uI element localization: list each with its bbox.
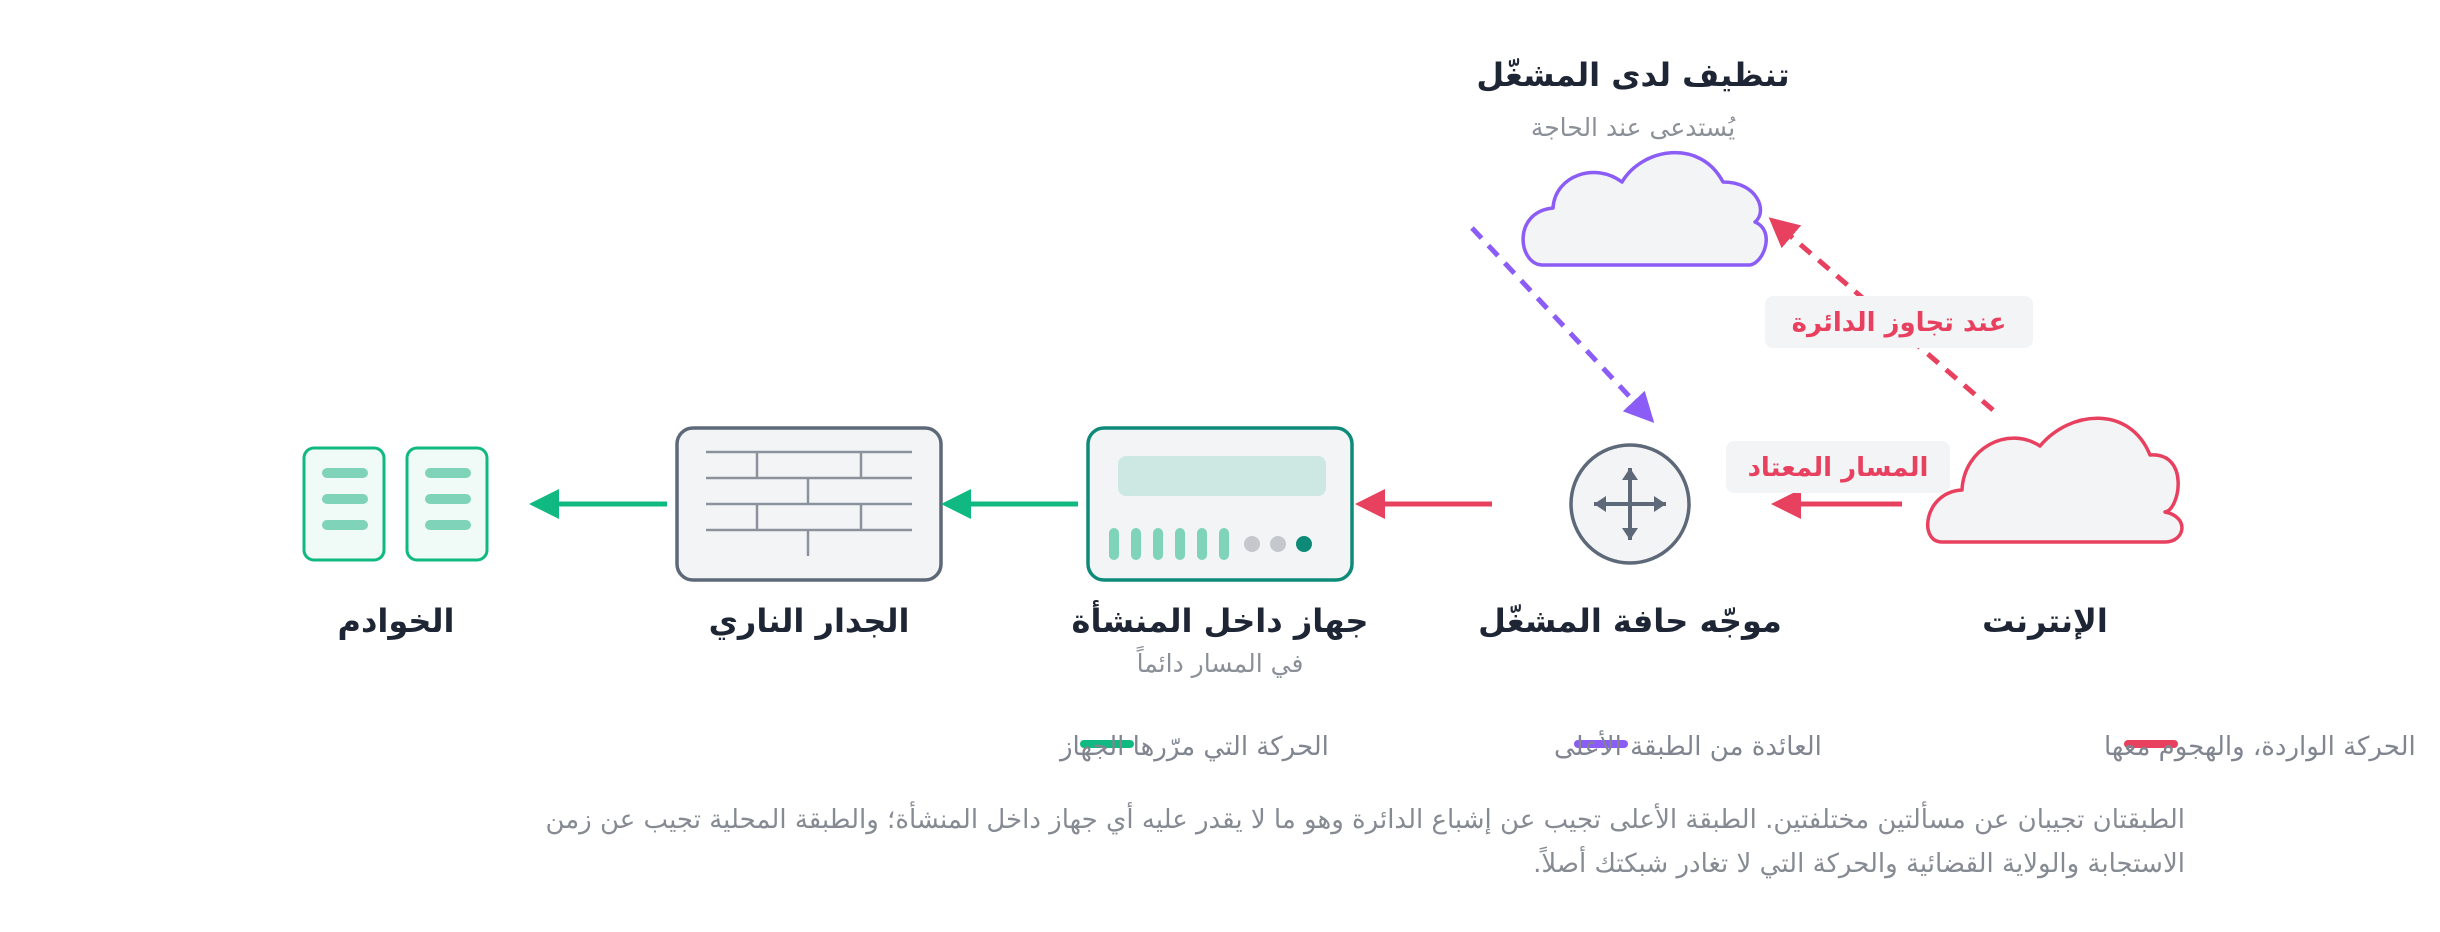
internet-label: الإنترنت xyxy=(1982,602,2108,640)
scrubbing-cloud-icon xyxy=(1521,150,1768,267)
internet-cloud-icon xyxy=(1926,416,2184,544)
servers-icon xyxy=(302,446,489,562)
tag-normal-path: المسار المعتاد xyxy=(1726,441,1950,493)
edge-router-label: موجّه حافة المشغّل xyxy=(1478,602,1782,640)
scrubbing-label: تنظيف لدى المشغّل xyxy=(1476,56,1789,94)
firewall-label: الجدار الناري xyxy=(709,602,910,640)
legend-item-returned: العائدة من الطبقة الأعلى xyxy=(1554,729,1822,762)
legend-item-incoming: الحركة الواردة، والهجوم معها xyxy=(2104,732,2416,762)
arrow-scrubbing-to-router xyxy=(1470,226,1655,423)
legend-label-incoming: الحركة الواردة، والهجوم معها xyxy=(2104,732,2416,762)
scrubbing-sublabel: يُستدعى عند الحاجة xyxy=(1531,113,1736,142)
onprem-device-sublabel: في المسار دائماً xyxy=(1136,646,1304,678)
onprem-device-label: جهاز داخل المنشأة xyxy=(1072,600,1369,640)
legend: الحركة الواردة، والهجوم معها العائدة من … xyxy=(1058,729,2416,762)
tag-circuit-exceeded-text: عند تجاوز الدائرة xyxy=(1792,308,2007,338)
legend-label-passed: الحركة التي مرّرها الجهاز xyxy=(1058,732,1329,762)
tag-circuit-exceeded: عند تجاوز الدائرة xyxy=(1765,296,2033,348)
servers-label: الخوادم xyxy=(338,602,455,640)
router-icon xyxy=(1569,443,1691,565)
diagram-caption: الطبقتان تجيبان عن مسألتين مختلفتين. الط… xyxy=(545,805,2185,879)
onprem-appliance-icon xyxy=(1086,426,1354,582)
tag-normal-path-text: المسار المعتاد xyxy=(1748,453,1929,483)
legend-label-returned: العائدة من الطبقة الأعلى xyxy=(1554,729,1822,762)
legend-item-passed: الحركة التي مرّرها الجهاز xyxy=(1058,732,1329,762)
firewall-icon xyxy=(675,426,943,582)
